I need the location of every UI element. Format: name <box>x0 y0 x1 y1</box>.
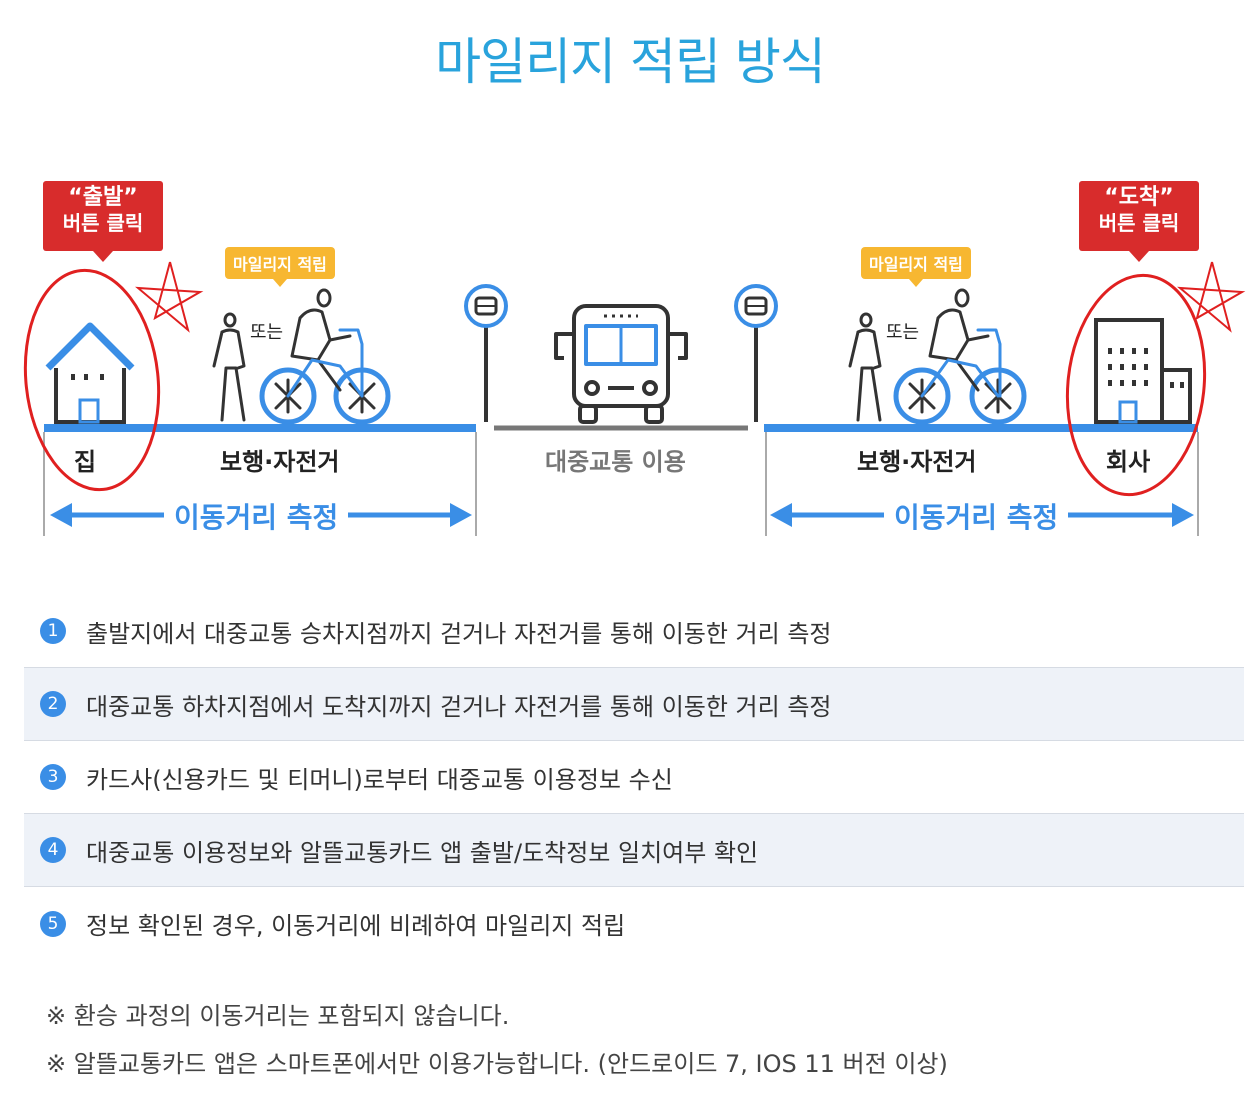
cyclist-icon <box>896 290 1024 422</box>
walk-bike-label-left: 보행·자전거 <box>220 442 340 477</box>
home-label: 집 <box>74 442 96 477</box>
steps-list: 1 출발지에서 대중교통 승차지점까지 걷거나 자전거를 통해 이동한 거리 측… <box>24 595 1244 960</box>
transit-label: 대중교통 이용 <box>545 442 686 477</box>
mileage-tag-right: 마일리지 적립 <box>861 247 971 279</box>
start-button-callout: “출발” 버튼 클릭 <box>43 181 163 251</box>
step-text: 대중교통 하차지점에서 도착지까지 걷거나 자전거를 통해 이동한 거리 측정 <box>86 687 832 722</box>
bus-icon <box>556 306 686 422</box>
step-text: 대중교통 이용정보와 알뜰교통카드 앱 출발/도착정보 일치여부 확인 <box>86 833 758 868</box>
start-callout-caption: 버튼 클릭 <box>43 211 163 235</box>
transfer-note: ※ 환승 과정의 이동거리는 포함되지 않습니다. <box>46 996 509 1031</box>
start-callout-quote: “출발” <box>43 181 163 211</box>
star-doodle-icon <box>138 262 200 330</box>
walker-icon <box>850 314 880 420</box>
mileage-tag-left: 마일리지 적립 <box>225 247 335 279</box>
step-number-badge: 1 <box>40 618 66 644</box>
bus-stop-icon <box>466 286 506 422</box>
step-text: 정보 확인된 경우, 이동거리에 비례하여 마일리지 적립 <box>86 906 625 941</box>
or-label-left: 또는 <box>250 318 283 344</box>
list-item: 3 카드사(신용카드 및 티머니)로부터 대중교통 이용정보 수신 <box>24 741 1244 814</box>
house-icon <box>48 326 132 422</box>
list-item: 1 출발지에서 대중교통 승차지점까지 걷거나 자전거를 통해 이동한 거리 측… <box>24 595 1244 668</box>
bus-stop-icon <box>736 286 776 422</box>
walk-bike-label-right: 보행·자전거 <box>857 442 977 477</box>
list-item: 2 대중교통 하차지점에서 도착지까지 걷거나 자전거를 통해 이동한 거리 측… <box>24 668 1244 741</box>
step-number-badge: 2 <box>40 691 66 717</box>
or-label-right: 또는 <box>886 318 919 344</box>
company-label: 회사 <box>1106 442 1150 477</box>
step-number-badge: 5 <box>40 911 66 937</box>
arrive-button-callout: “도착” 버튼 클릭 <box>1079 181 1199 251</box>
list-item: 5 정보 확인된 경우, 이동거리에 비례하여 마일리지 적립 <box>24 887 1244 960</box>
step-number-badge: 4 <box>40 837 66 863</box>
building-icon <box>1096 320 1190 422</box>
arrive-callout-quote: “도착” <box>1079 181 1199 211</box>
measure-label-right: 이동거리 측정 <box>884 496 1068 536</box>
cyclist-icon <box>262 290 388 422</box>
walker-icon <box>214 314 244 420</box>
measure-label-left: 이동거리 측정 <box>164 496 348 536</box>
step-text: 카드사(신용카드 및 티머니)로부터 대중교통 이용정보 수신 <box>86 760 673 795</box>
list-item: 4 대중교통 이용정보와 알뜰교통카드 앱 출발/도착정보 일치여부 확인 <box>24 814 1244 887</box>
star-doodle-icon <box>1180 262 1242 330</box>
step-number-badge: 3 <box>40 764 66 790</box>
app-support-note: ※ 알뜰교통카드 앱은 스마트폰에서만 이용가능합니다. (안드로이드 7, I… <box>46 1044 948 1079</box>
arrive-callout-caption: 버튼 클릭 <box>1079 211 1199 235</box>
step-text: 출발지에서 대중교통 승차지점까지 걷거나 자전거를 통해 이동한 거리 측정 <box>86 614 832 649</box>
